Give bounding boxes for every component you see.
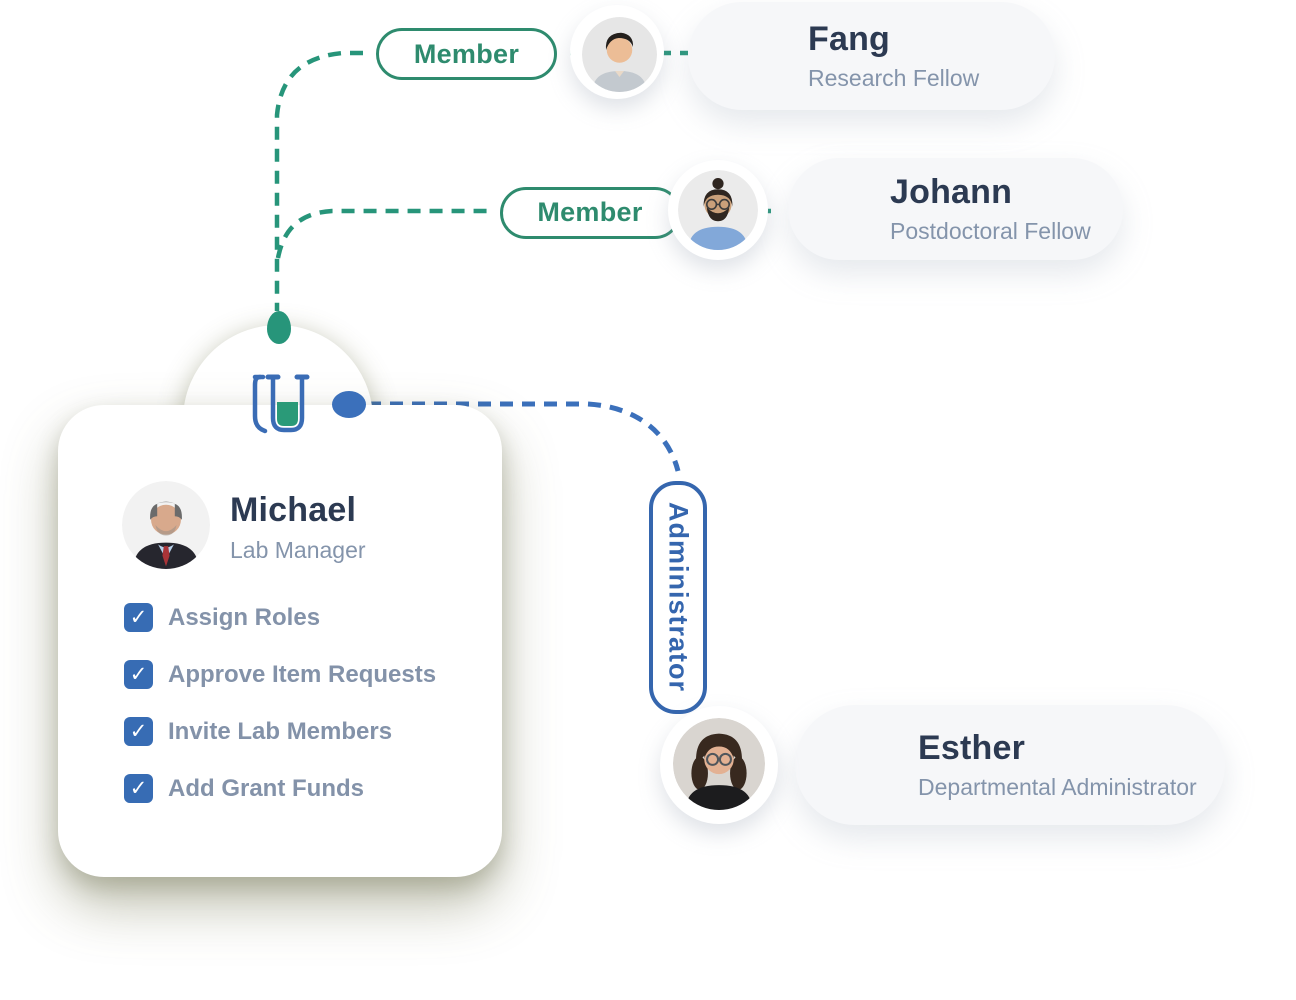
checkbox-checked-icon[interactable]: ✓ [124,603,153,632]
checkbox-checked-icon[interactable]: ✓ [124,660,153,689]
member-badge-2-label: Member [537,197,643,227]
connector-member2-left [275,208,487,259]
permission-label: Assign Roles [168,603,321,631]
connector-admin-top [368,401,681,472]
fang-name: Fang [808,20,891,58]
permission-label: Approve Item Requests [168,660,437,688]
permission-row: ✓ Assign Roles [124,603,436,632]
lab-beaker-icon [248,368,312,438]
member-badge-1-label: Member [413,38,520,69]
esther-name: Esther [918,729,1026,767]
permission-row: ✓ Invite Lab Members [124,717,436,746]
green-anchor-dot [267,311,291,344]
manager-name: Michael [230,491,357,529]
johann-avatar [678,170,758,250]
johann-role: Postdoctoral Fellow [890,218,1091,244]
checkbox-checked-icon[interactable]: ✓ [124,717,153,746]
esther-avatar [673,718,765,810]
administrator-badge: Administrator [638,472,718,723]
fang-role: Research Fellow [808,65,980,91]
permission-label: Invite Lab Members [168,717,393,745]
connector-member1-left [274,50,363,311]
permission-label: Add Grant Funds [168,774,364,802]
permissions-list: ✓ Assign Roles ✓ Approve Item Requests ✓… [124,603,436,831]
member-badge-2: Member [487,172,693,253]
permission-row: ✓ Approve Item Requests [124,660,436,689]
johann-name: Johann [890,173,1013,211]
permission-row: ✓ Add Grant Funds [124,774,436,803]
blue-anchor-dot [332,391,366,418]
checkbox-checked-icon[interactable]: ✓ [124,774,153,803]
manager-role: Lab Manager [230,537,366,563]
michael-avatar [122,481,210,569]
person-card-fang: Fang Research Fellow [570,2,1055,110]
esther-role: Departmental Administrator [918,774,1197,800]
lab-manager-card: Michael Lab Manager ✓ Assign Roles ✓ App… [58,405,502,877]
administrator-badge-label: Administrator [663,502,694,693]
fang-avatar [582,17,657,92]
person-card-esther: Esther Departmental Administrator [660,705,1225,825]
person-card-johann: Johann Postdoctoral Fellow [668,158,1123,260]
member-badge-1: Member [363,13,570,95]
